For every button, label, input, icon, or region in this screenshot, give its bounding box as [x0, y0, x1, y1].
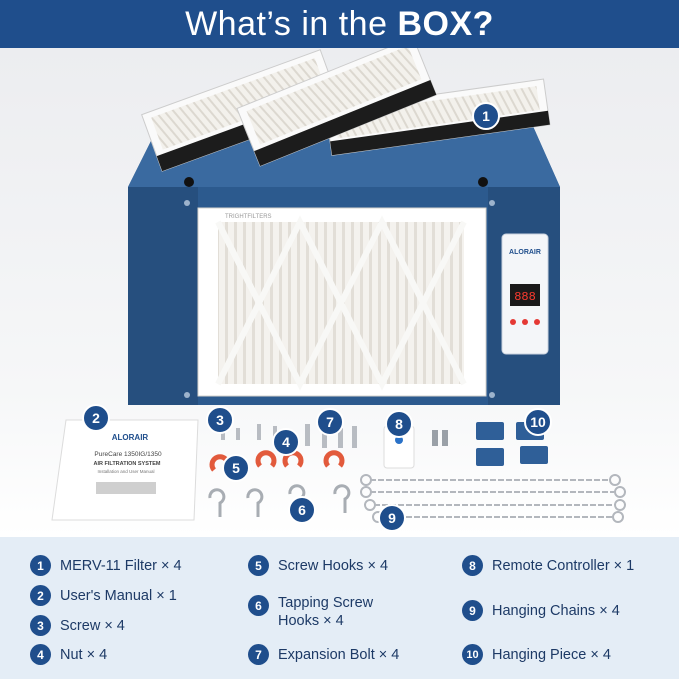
svg-text:AIR FILTRATION SYSTEM: AIR FILTRATION SYSTEM: [93, 461, 160, 467]
legend-label: User's Manual × 1: [60, 587, 177, 604]
product-illustration: TRIGHTFILTERS ALORAIR 888: [51, 36, 626, 523]
legend-item: 6 Tapping Screw Hooks × 4: [248, 594, 373, 630]
led-display: [510, 284, 540, 306]
legend-number: 3: [30, 615, 51, 636]
legend-item: 8 Remote Controller × 1: [462, 555, 634, 576]
legend-label: Hanging Chains × 4: [492, 602, 620, 619]
legend-label: Nut × 4: [60, 646, 108, 663]
legend-item: 1 MERV-11 Filter × 4: [30, 555, 182, 576]
legend-number: 1: [30, 555, 51, 576]
air-filtration-unit: TRIGHTFILTERS ALORAIR 888: [128, 115, 560, 405]
legend-number: 5: [248, 555, 269, 576]
legend-number: 10: [462, 644, 483, 665]
callout-1: 1: [472, 102, 500, 130]
svg-text:Installation and User Manual: Installation and User Manual: [97, 469, 154, 474]
led-digits: 888: [514, 290, 536, 304]
legend-label: Expansion Bolt × 4: [278, 646, 400, 663]
legend-item: 10 Hanging Piece × 4: [462, 644, 611, 665]
svg-text:ALORAIR: ALORAIR: [112, 433, 149, 442]
legend-label: MERV-11 Filter × 4: [60, 557, 182, 574]
legend-number: 7: [248, 644, 269, 665]
callout-3: 3: [206, 406, 234, 434]
legend-label: Screw × 4: [60, 617, 125, 634]
screw-icon: [489, 200, 495, 206]
contents-legend: 1 MERV-11 Filter × 4 2 User's Manual × 1…: [0, 537, 679, 679]
callout-8: 8: [385, 410, 413, 438]
screw-icon: [184, 200, 190, 206]
callout-9: 9: [378, 504, 406, 532]
legend-item: 7 Expansion Bolt × 4: [248, 644, 399, 665]
knob-icon: [184, 177, 194, 187]
legend-item: 3 Screw × 4: [30, 615, 125, 636]
legend-label: Screw Hooks × 4: [278, 557, 389, 574]
fan-icon: [534, 319, 540, 325]
hanging-chains: [360, 474, 626, 523]
top-filters: [141, 36, 551, 172]
filter-brand-label: TRIGHTFILTERS: [225, 214, 272, 220]
legend-item: 4 Nut × 4: [30, 644, 107, 665]
screw-icon: [184, 392, 190, 398]
product-photo: TRIGHTFILTERS ALORAIR 888: [0, 36, 679, 537]
callout-6: 6: [288, 496, 316, 524]
legend-number: 9: [462, 600, 483, 621]
legend-item: 2 User's Manual × 1: [30, 585, 177, 606]
legend-label: Hanging Piece × 4: [492, 646, 611, 663]
header-banner: What’s in the BOX?: [0, 0, 679, 48]
legend-label: Remote Controller × 1: [492, 557, 635, 574]
power-icon: [510, 319, 516, 325]
legend-number: 8: [462, 555, 483, 576]
knob-icon: [478, 177, 488, 187]
legend-item: 9 Hanging Chains × 4: [462, 600, 620, 621]
tapping-screw-hooks: [208, 484, 351, 517]
page-title: What’s in the BOX?: [185, 4, 494, 43]
callout-7: 7: [316, 408, 344, 436]
screw-icon: [489, 392, 495, 398]
legend-number: 4: [30, 644, 51, 665]
legend-label: Tapping Screw Hooks × 4: [278, 595, 374, 629]
callout-4: 4: [272, 428, 300, 456]
callout-10: 10: [524, 408, 552, 436]
unit-left-panel: [128, 187, 198, 405]
panel-brand: ALORAIR: [509, 249, 541, 256]
legend-number: 2: [30, 585, 51, 606]
svg-text:PureCare 1350IG/1350: PureCare 1350IG/1350: [94, 451, 162, 458]
legend-number: 6: [248, 595, 269, 616]
callout-2: 2: [82, 404, 110, 432]
legend-item: 5 Screw Hooks × 4: [248, 555, 388, 576]
mode-icon: [522, 319, 528, 325]
callout-5: 5: [222, 454, 250, 482]
user-manual: ALORAIR PureCare 1350IG/1350 AIR FILTRAT…: [51, 419, 199, 521]
remote-controller: [383, 425, 448, 469]
